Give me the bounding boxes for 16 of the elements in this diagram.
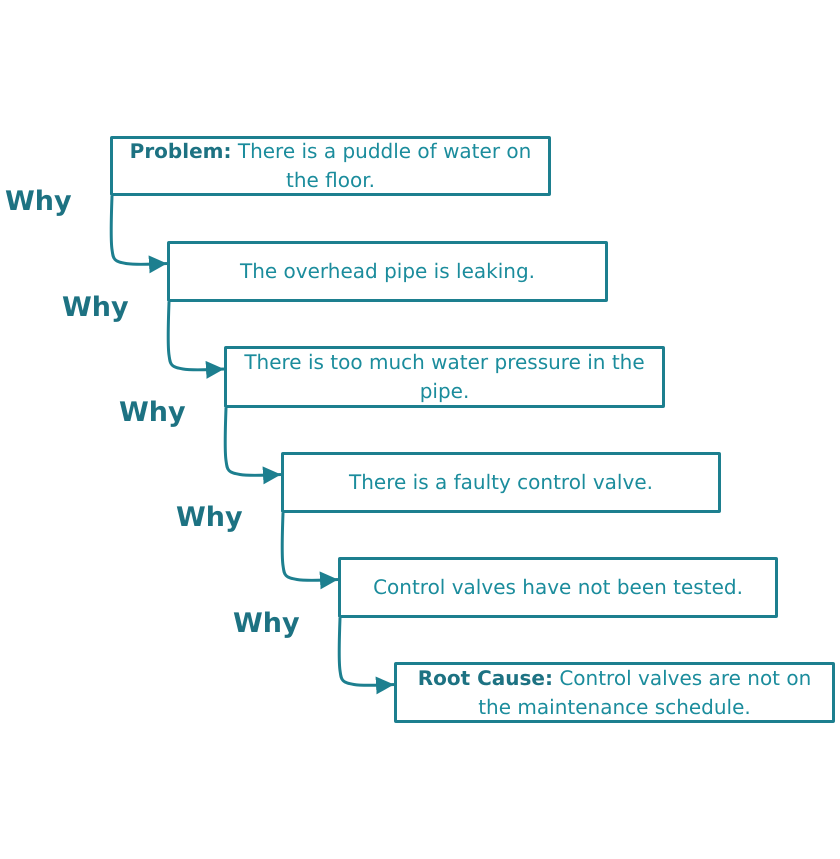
arrow [280,512,338,590]
box-text: The overhead pipe is leaking. [240,258,536,285]
box-text: Problem: There is a puddle of water on the floor. [128,138,532,194]
process-box [224,346,665,408]
process-box [338,557,778,618]
arrow [166,302,224,379]
process-box [167,241,608,302]
arrow [338,618,394,694]
arrow [110,196,168,274]
process-box [281,452,721,513]
box-text: There is a faulty control valve. [349,469,653,496]
box-text: Control valves have not been tested. [373,574,743,601]
arrow [224,408,282,484]
box-text: Root Cause: Control valves are not on the maintenance schedule. [416,664,812,720]
process-box [394,662,835,723]
box-text: There is too much water pressure in the pipe. [243,349,646,405]
